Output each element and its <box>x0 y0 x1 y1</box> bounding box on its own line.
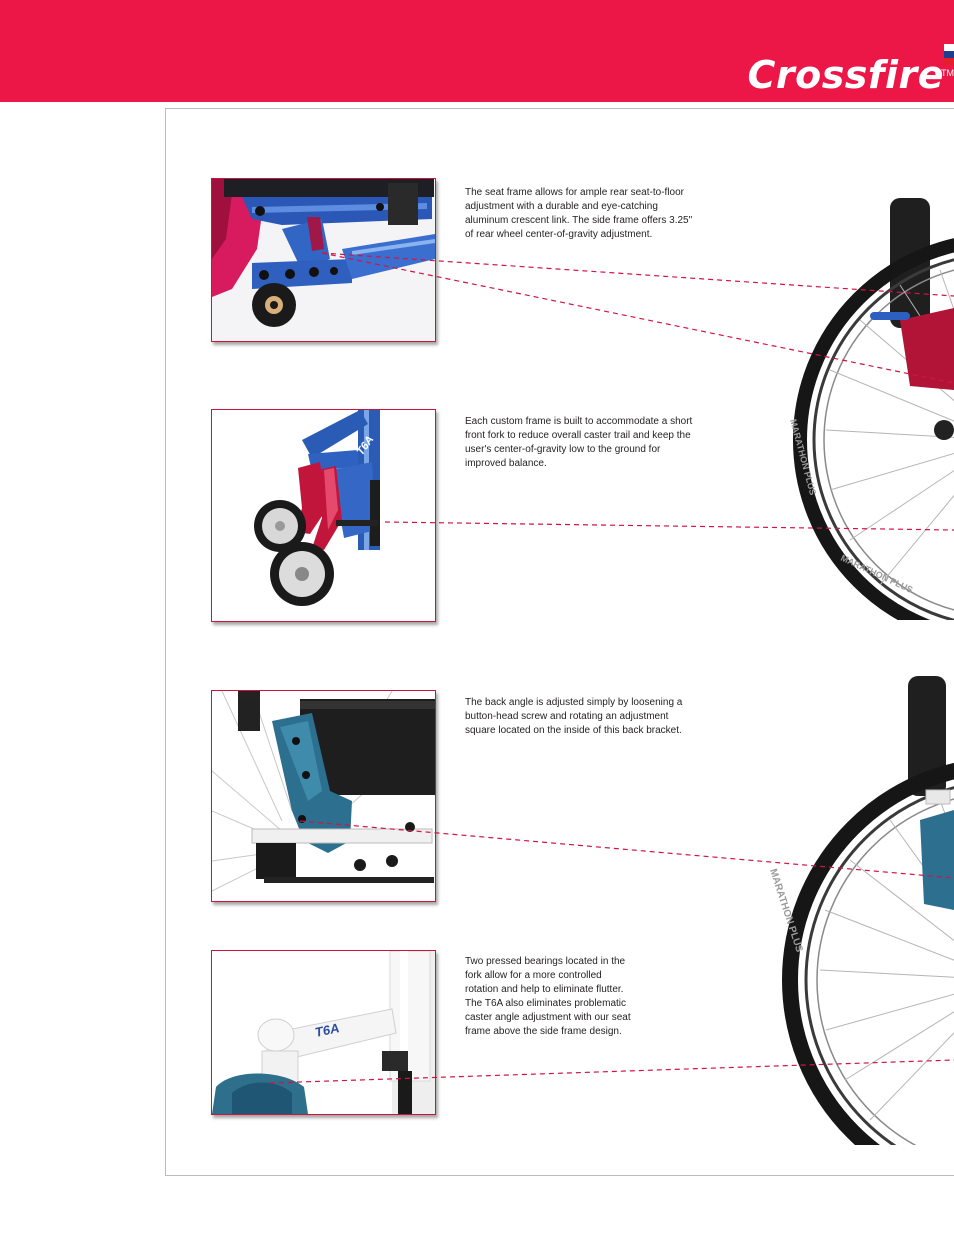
leader-line-seat-frame-link <box>321 252 954 297</box>
feature-caption-front-fork: Each custom frame is built to accommodat… <box>465 416 693 469</box>
photo-seat-frame <box>211 178 436 342</box>
photo-front-fork: T6A <box>211 409 436 622</box>
flag-icon <box>944 44 954 66</box>
feature-caption-back-bracket: The back angle is adjusted simply by loo… <box>465 697 683 736</box>
header-band <box>0 0 954 102</box>
leader-line-front-fork <box>384 521 954 531</box>
feature-caption-fork-bearings: Two pressed bearings located in the fork… <box>465 956 631 1037</box>
wheelchair-photo-lower: MARATHON PLUS <box>730 670 954 1145</box>
t6a-badge: T6A <box>314 1020 341 1040</box>
wheelchair-photo-upper: MARATHON PLUS MARATHON PLUS <box>730 190 954 620</box>
leader-line-seat-frame <box>321 252 954 384</box>
brand-logo: Crossfire <box>747 53 944 97</box>
leader-line-back-bracket <box>299 820 954 879</box>
photo-back-bracket <box>211 690 436 902</box>
photo-fork-bearings: T6A <box>211 950 436 1115</box>
leader-line-fork-bearings <box>269 1059 954 1084</box>
feature-caption-seat-frame: The seat frame allows for ample rear sea… <box>465 187 693 240</box>
trademark-mark: TM <box>941 68 954 78</box>
